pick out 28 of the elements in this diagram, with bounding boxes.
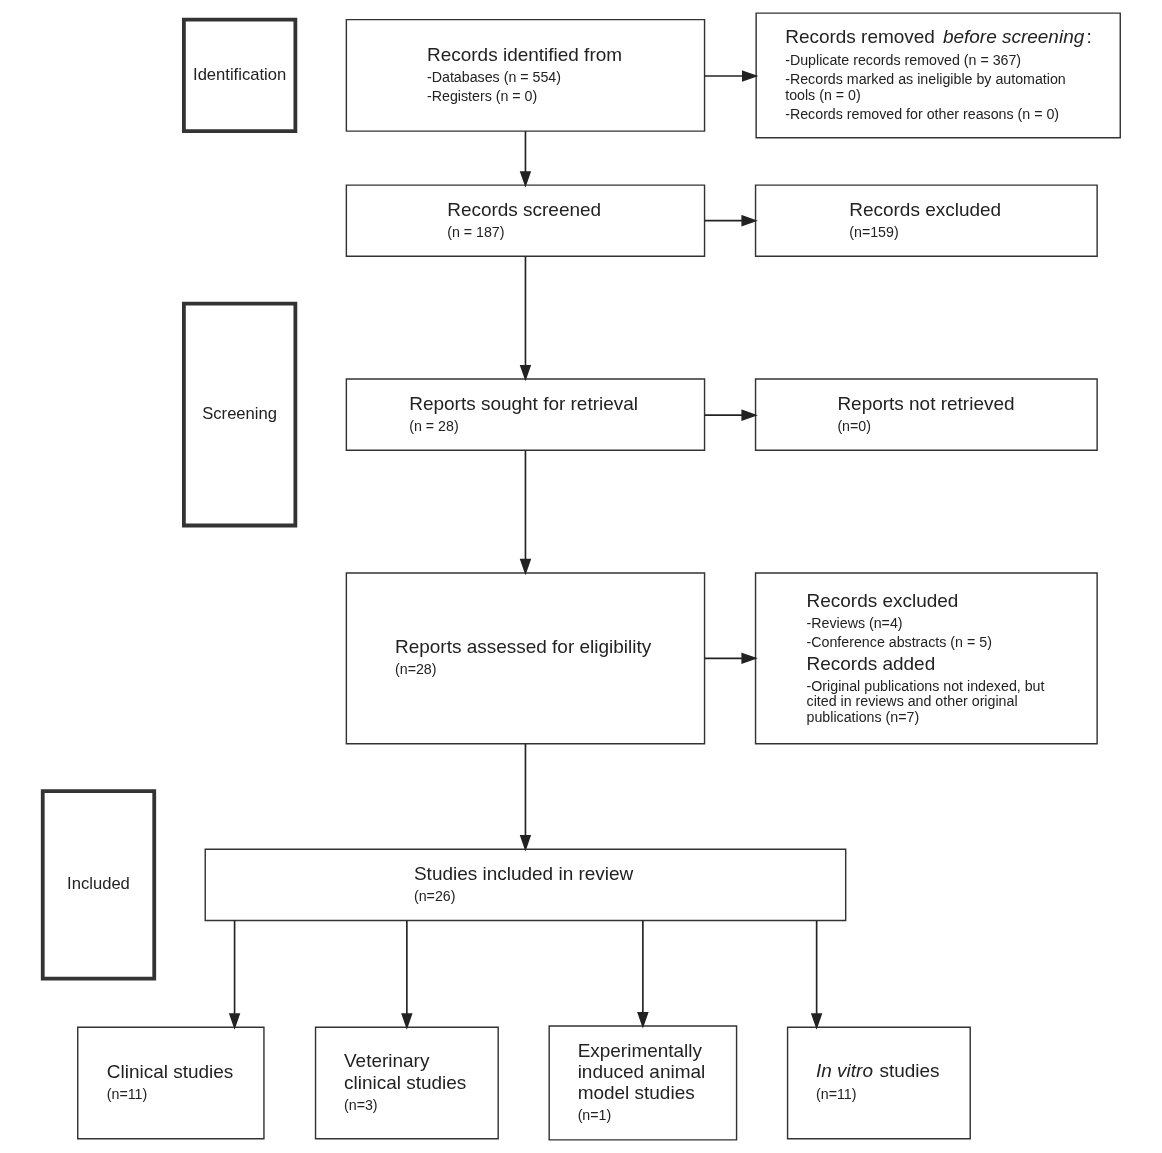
arrow (519, 130, 531, 188)
arrow (519, 743, 531, 852)
node-box: Studies included in review (n=26) (204, 848, 846, 922)
node-box: Included (40, 789, 156, 981)
node-box: Experimentally induced animal model studies (n=1) (547, 1025, 737, 1141)
node-box: Clinical studies (n=11) (76, 1026, 265, 1140)
arrow (703, 409, 758, 421)
node-box: Screening (181, 301, 297, 528)
node-box: Reports assessed for eligibility (n=28) (345, 572, 705, 745)
arrow (810, 919, 822, 1030)
node-box: Reports sought for retrieval (n = 28) (345, 378, 705, 451)
arrow (228, 919, 240, 1030)
node-box: Records removed before screening: -Duplicate records removed (n = 367) -Records marked as ineligible by automation tools (n = 0) -Records removed for other reasons (n = 0) (754, 12, 1121, 139)
node-box: Records excluded (n=159) (754, 184, 1098, 257)
arrow (703, 70, 758, 82)
arrow (519, 449, 531, 576)
arrow (703, 652, 758, 665)
node-box: Records identified from -Databases (n = 554) -Registers (n = 0) (345, 18, 705, 132)
node-box: Reports not retrieved (n=0) (754, 378, 1098, 451)
arrow (400, 919, 413, 1030)
node-box: Identification (181, 17, 297, 134)
node-box: Veterinary clinical studies (n=3) (314, 1026, 499, 1140)
node-box: Records excluded -Reviews (n=4) -Conference abstracts (n = 5) Records added -Original publications not indexed, but cited in reviews and other original publications (n=7) (754, 572, 1098, 745)
arrow (636, 919, 649, 1029)
node-box: In vitro studies (n=11) (786, 1026, 971, 1140)
node-box: Records screened (n = 187) (345, 184, 705, 257)
arrow (519, 255, 531, 382)
arrow (703, 214, 758, 227)
